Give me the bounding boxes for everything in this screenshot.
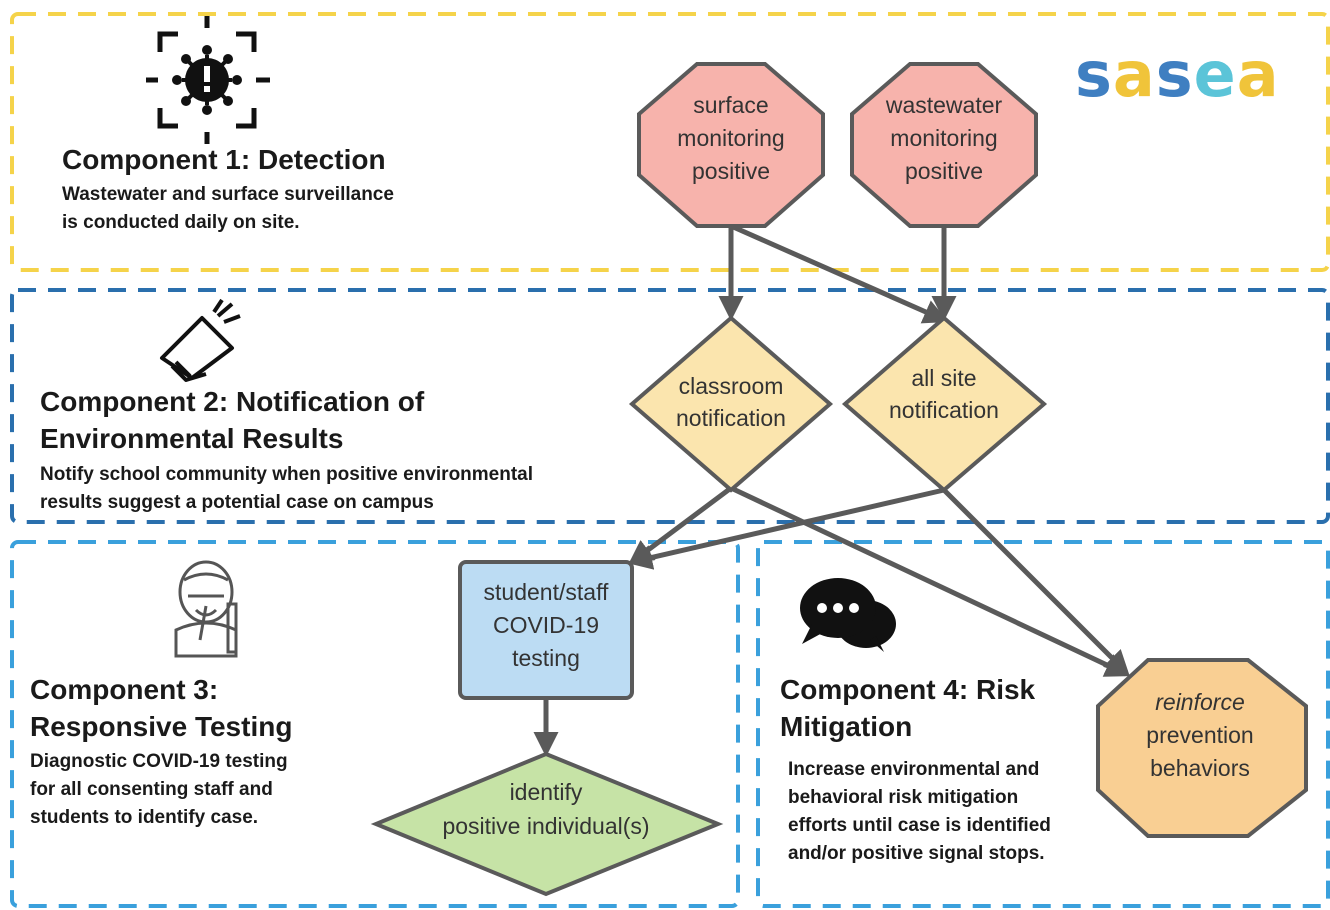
component-2-desc-line-1: Notify school community when positive en… bbox=[40, 464, 534, 485]
node-allsite-notification: all site notification bbox=[841, 315, 1048, 493]
node-classroom-line-1: classroom bbox=[679, 373, 784, 399]
chat-bubbles-icon bbox=[800, 578, 896, 652]
component-4-desc-line-4: and/or positive signal stops. bbox=[788, 843, 1045, 864]
component-4-border bbox=[756, 540, 1330, 908]
logo-letter-2: a bbox=[1112, 38, 1156, 111]
component-2-border bbox=[10, 288, 1330, 524]
component-1-title: Component 1: Detection bbox=[62, 144, 386, 175]
node-surface-line-1: surface bbox=[693, 92, 768, 118]
logo-letter-5: a bbox=[1236, 38, 1280, 111]
arrow-classroom-to-reinforce bbox=[729, 485, 1131, 677]
node-reinforce-prevention: reinforce prevention behaviors bbox=[1096, 658, 1308, 838]
component-3-title-line-2: Responsive Testing bbox=[30, 711, 293, 742]
component-1-desc-line-2: is conducted daily on site. bbox=[62, 212, 300, 233]
virus-detection-icon bbox=[146, 16, 270, 144]
node-reinforce-line-1: reinforce bbox=[1155, 689, 1244, 715]
component-4-desc-line-2: behavioral risk mitigation bbox=[788, 787, 1019, 808]
node-reinforce-line-2: prevention bbox=[1146, 722, 1253, 748]
logo-letter-3: s bbox=[1155, 38, 1194, 111]
node-testing-line-2: COVID-19 bbox=[493, 612, 599, 638]
component-2-desc-line-2: results suggest a potential case on camp… bbox=[40, 492, 434, 513]
component-4-desc-line-1: Increase environmental and bbox=[788, 759, 1040, 780]
node-wastewater-line-2: monitoring bbox=[890, 125, 997, 151]
component-3-desc-line-1: Diagnostic COVID-19 testing bbox=[30, 751, 288, 772]
sasea-logo: sasea bbox=[1075, 40, 1280, 110]
component-3-border bbox=[10, 540, 740, 908]
flow-arrows bbox=[533, 223, 1131, 757]
node-surface-line-2: monitoring bbox=[677, 125, 784, 151]
logo-letter-1: s bbox=[1075, 38, 1113, 111]
node-wastewater-line-3: positive bbox=[905, 158, 983, 184]
node-student-staff-testing: student/staff COVID-19 testing bbox=[458, 560, 634, 700]
arrow-surface-to-allsite bbox=[729, 223, 949, 324]
component-3-desc-line-3: students to identify case. bbox=[30, 807, 259, 828]
node-surface-monitoring: surface monitoring positive bbox=[637, 62, 825, 228]
node-identify-line-2: positive individual(s) bbox=[442, 813, 649, 839]
arrow-allsite-to-testing bbox=[627, 487, 945, 570]
node-surface-line-3: positive bbox=[692, 158, 770, 184]
node-allsite-line-1: all site bbox=[911, 365, 976, 391]
component-1-border bbox=[10, 12, 1330, 272]
logo-letter-4: e bbox=[1193, 38, 1237, 111]
component-3-desc-line-2: for all consenting staff and bbox=[30, 779, 273, 800]
megaphone-icon bbox=[160, 298, 241, 382]
component-4-title-line-2: Mitigation bbox=[780, 711, 913, 742]
node-wastewater-monitoring: wastewater monitoring positive bbox=[850, 62, 1038, 228]
node-identify-positive: identify positive individual(s) bbox=[370, 751, 724, 897]
node-classroom-notification: classroom notification bbox=[628, 315, 834, 493]
component-2-title-line-1: Component 2: Notification of bbox=[40, 386, 425, 417]
node-identify-line-1: identify bbox=[510, 779, 583, 805]
component-3-title-line-1: Component 3: bbox=[30, 674, 219, 705]
node-testing-line-3: testing bbox=[512, 645, 580, 671]
node-testing-line-1: student/staff bbox=[484, 579, 609, 605]
node-reinforce-line-3: behaviors bbox=[1150, 755, 1250, 781]
component-1-desc-line-1: Wastewater and surface surveillance bbox=[62, 184, 394, 205]
component-2-title-line-2: Environmental Results bbox=[40, 423, 344, 454]
node-wastewater-line-1: wastewater bbox=[885, 92, 1003, 118]
component-4-title-line-1: Component 4: Risk bbox=[780, 674, 1036, 705]
node-allsite-line-2: notification bbox=[889, 397, 999, 423]
node-classroom-line-2: notification bbox=[676, 405, 786, 431]
arrow-allsite-to-reinforce bbox=[942, 488, 1130, 676]
nasal-swab-icon bbox=[174, 560, 238, 658]
component-4-desc-line-3: efforts until case is identified bbox=[788, 815, 1051, 836]
